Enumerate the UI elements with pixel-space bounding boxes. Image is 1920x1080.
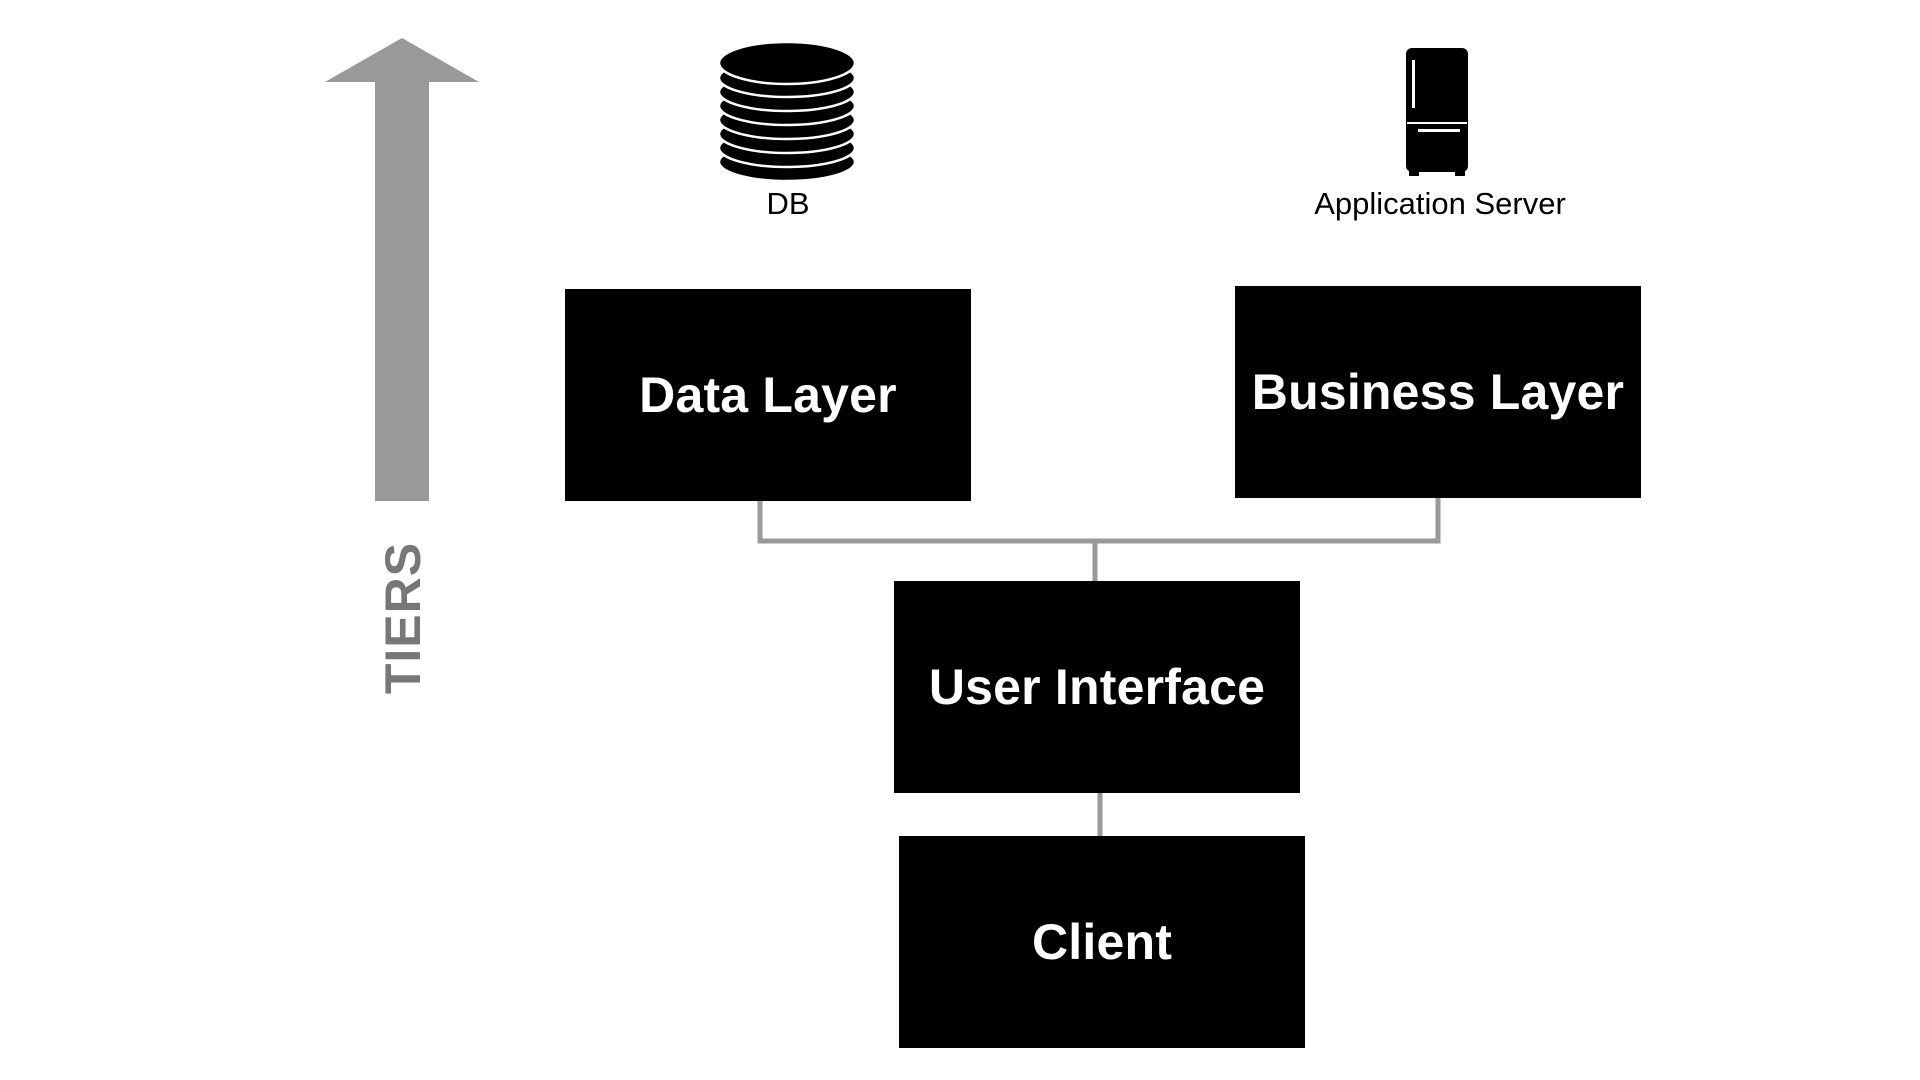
db-label: DB <box>766 186 810 221</box>
data-layer-box: Data Layer <box>565 289 971 501</box>
business-layer-box: Business Layer <box>1235 286 1641 498</box>
application-server-label: Application Server <box>1314 186 1566 221</box>
database-icon <box>717 40 857 183</box>
tiers-axis-label: TIERS <box>375 541 431 695</box>
user-interface-box: User Interface <box>894 581 1300 793</box>
client-box: Client <box>899 836 1305 1048</box>
refrigerator-server-icon <box>1406 48 1468 176</box>
tiers-arrow-icon <box>325 38 479 501</box>
connector-business-to-ui <box>1095 498 1441 544</box>
connector-data-to-ui <box>757 501 1098 581</box>
